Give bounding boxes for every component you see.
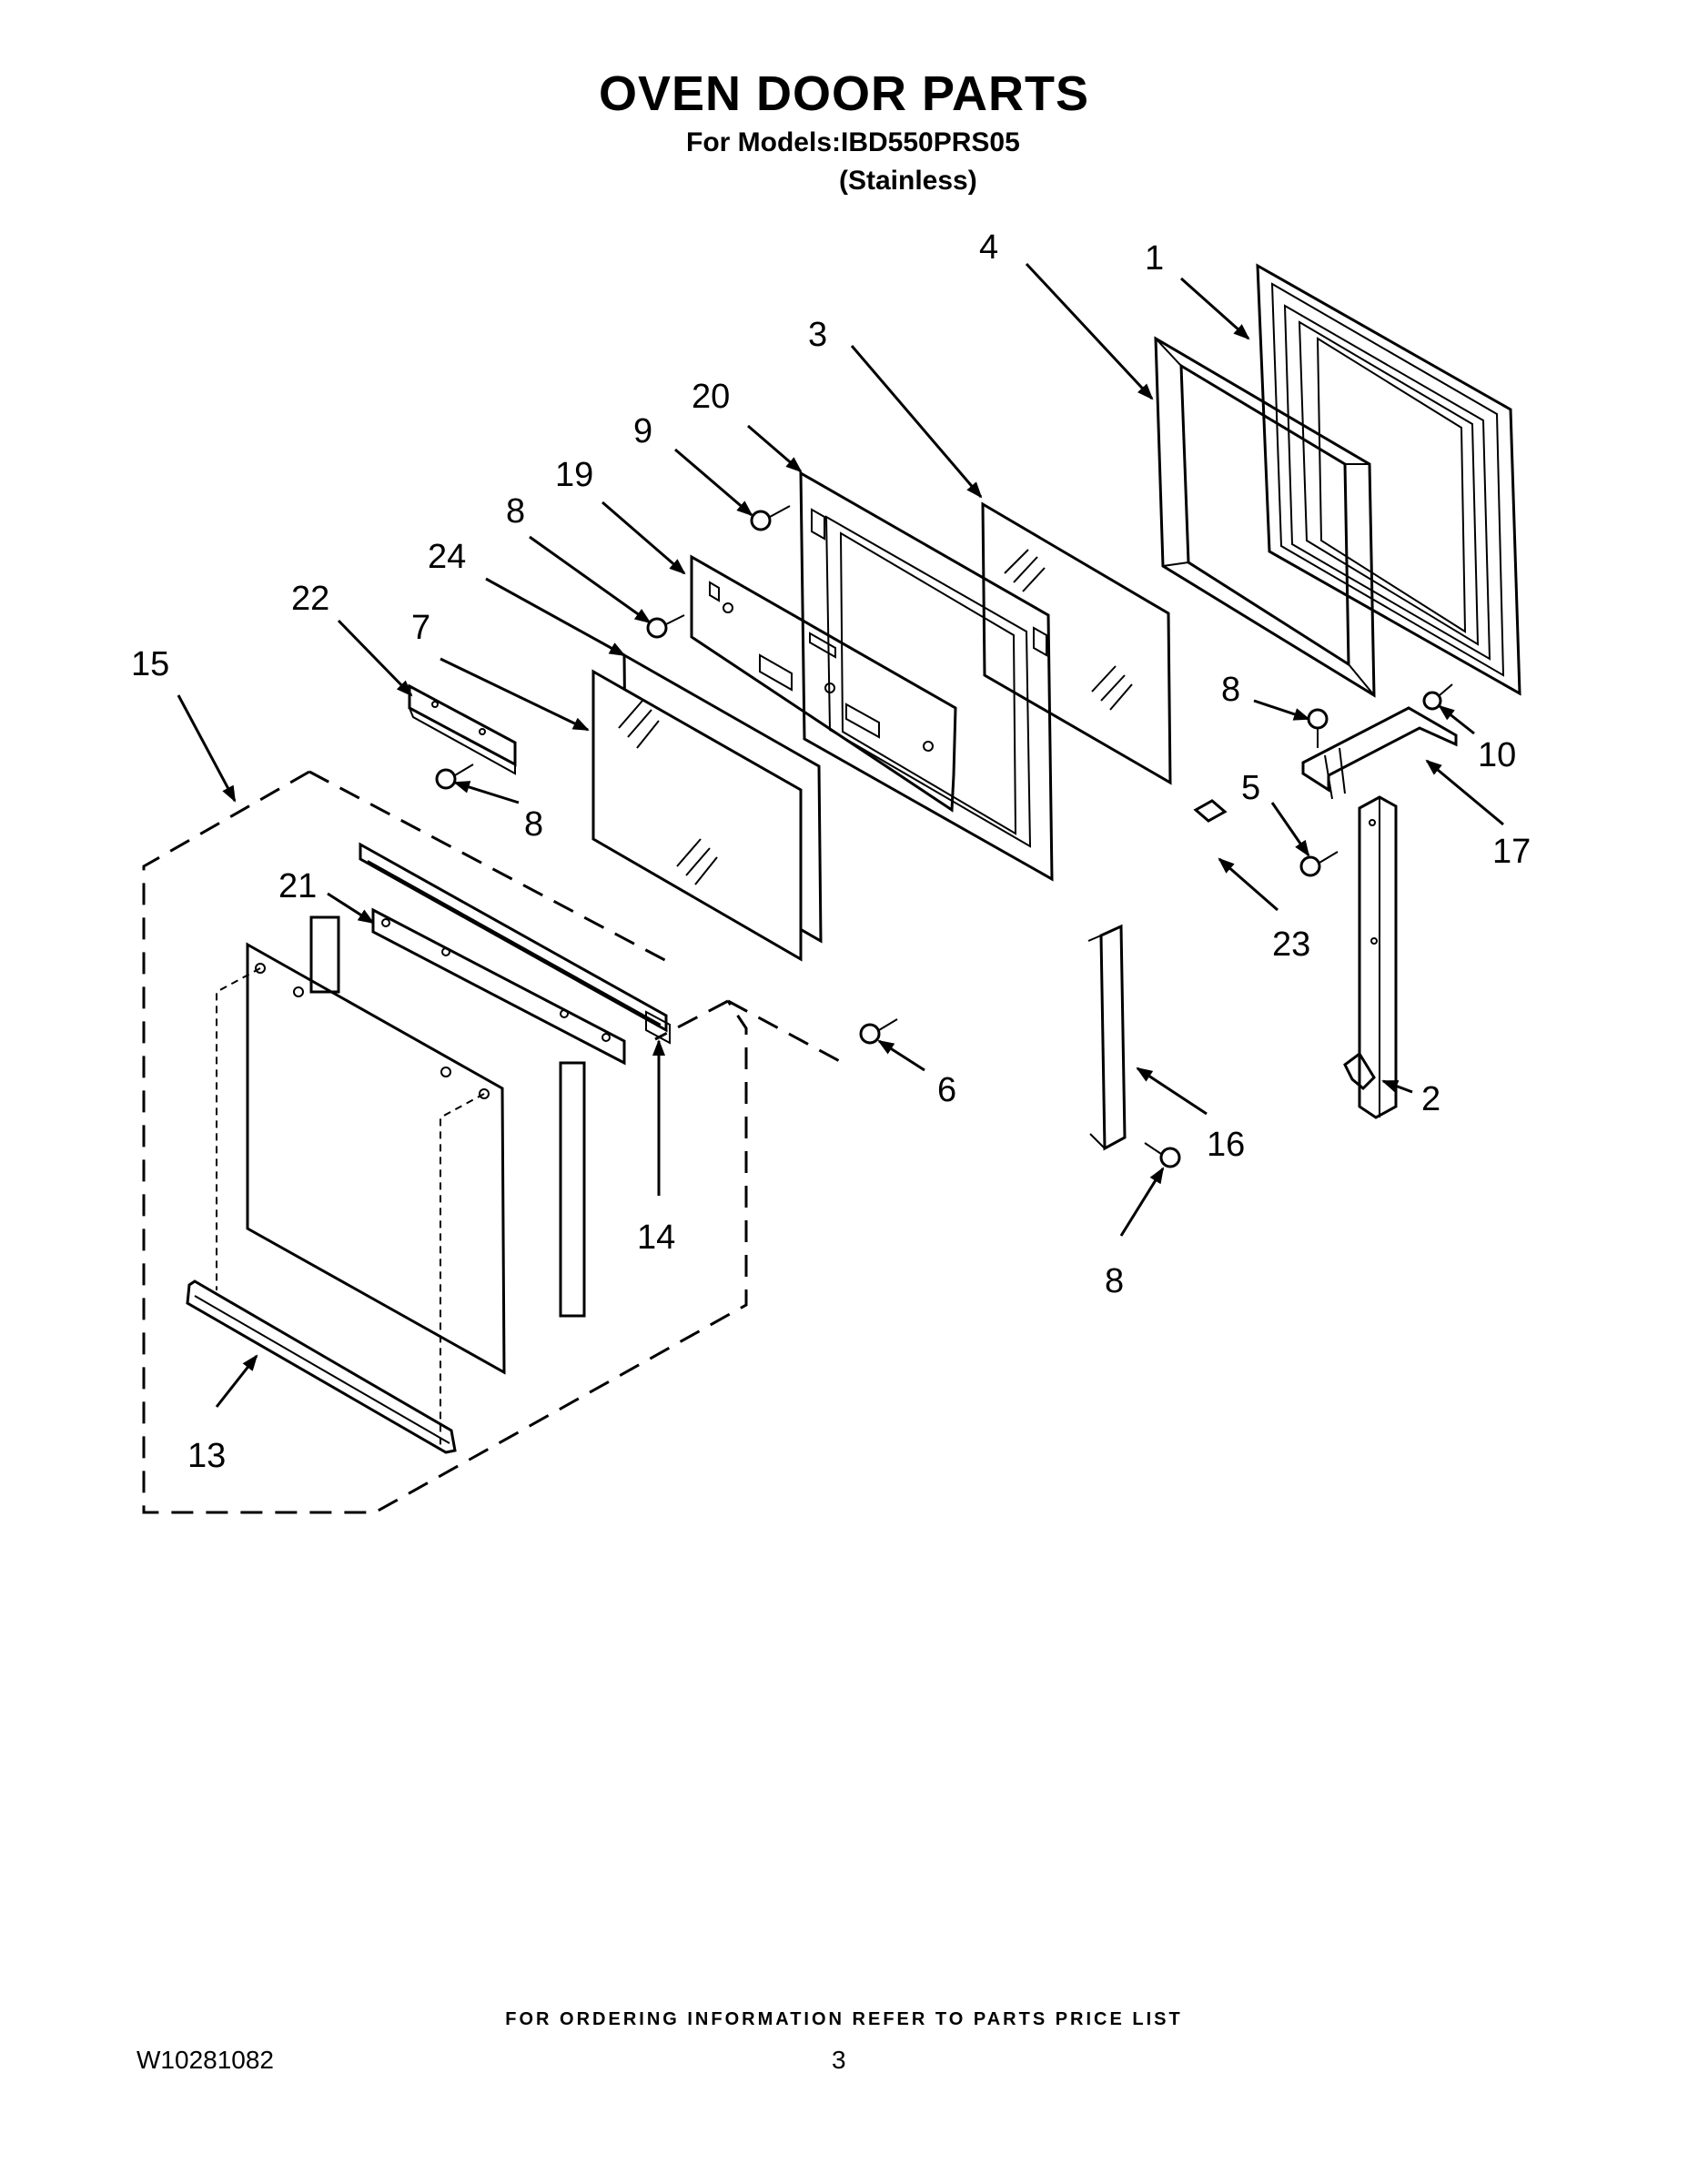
screw-8a (646, 614, 685, 639)
callout-24: 24 (428, 538, 466, 576)
callout-17: 17 (1492, 833, 1531, 871)
callout-labels: 1 4 3 20 9 19 8 24 7 22 15 8 21 6 14 13 … (131, 228, 1531, 1475)
callout-20: 20 (692, 378, 730, 416)
screw-8d (1144, 1142, 1181, 1168)
callout-7: 7 (411, 609, 430, 647)
callout-8-left: 8 (524, 805, 543, 844)
callout-10: 10 (1478, 736, 1516, 774)
part-2-hinge (1343, 795, 1398, 1119)
callout-13: 13 (187, 1437, 226, 1475)
leader-lines (177, 262, 1504, 1408)
callout-23: 23 (1272, 925, 1310, 964)
models-line: For Models:IBD550PRS05 (686, 127, 1020, 157)
callout-2: 2 (1421, 1080, 1440, 1118)
callout-1: 1 (1145, 239, 1164, 278)
screw-8c (1307, 708, 1329, 748)
screw-6 (859, 1018, 898, 1045)
document-number: W10281082 (136, 2046, 275, 2074)
part-15-door-assembly-outline (142, 770, 847, 1514)
page-number: 3 (832, 2046, 846, 2074)
part-20-support-bracket (799, 470, 1054, 882)
insulation-strips (309, 915, 586, 1318)
callout-4: 4 (979, 228, 998, 267)
callout-22: 22 (291, 580, 329, 618)
callout-3: 3 (808, 316, 827, 354)
part-13-bottom-trim (186, 1279, 457, 1454)
part-21-trim-strip (371, 907, 626, 1066)
callout-9: 9 (633, 412, 652, 450)
screw-10 (1422, 683, 1453, 711)
page-title: OVEN DOOR PARTS (598, 66, 1090, 121)
part-3-inner-glass (981, 501, 1172, 785)
screw-9 (750, 505, 791, 531)
part-7-middle-glass (591, 669, 803, 962)
part-1-door-frame (1256, 263, 1521, 696)
callout-8-right: 8 (1221, 671, 1240, 709)
screws (435, 505, 1453, 1168)
part-17-hinge-bracket (1301, 706, 1458, 800)
callout-8-lower: 8 (1105, 1262, 1124, 1300)
part-19-glass-retainer (690, 554, 957, 813)
callout-16: 16 (1207, 1126, 1245, 1164)
part-4-frame-seal (1154, 336, 1376, 698)
callout-5: 5 (1241, 769, 1260, 807)
screw-8b (435, 763, 474, 790)
part-23-clip (1193, 799, 1228, 823)
callout-6: 6 (937, 1071, 956, 1109)
part-14-vent-channel (359, 842, 671, 1045)
ordering-note: FOR ORDERING INFORMATION REFER TO PARTS … (505, 2009, 1183, 2029)
callout-15: 15 (131, 645, 169, 683)
finish-line: (Stainless) (839, 166, 977, 196)
outer-door-panel (216, 942, 506, 1449)
callout-8-upper: 8 (506, 492, 525, 531)
part-22-bracket (408, 683, 517, 775)
callout-21: 21 (278, 867, 317, 905)
screw-5 (1299, 851, 1339, 877)
callout-14: 14 (637, 1218, 675, 1257)
part-16-hinge-receiver (1087, 924, 1127, 1151)
callout-19: 19 (555, 456, 593, 494)
